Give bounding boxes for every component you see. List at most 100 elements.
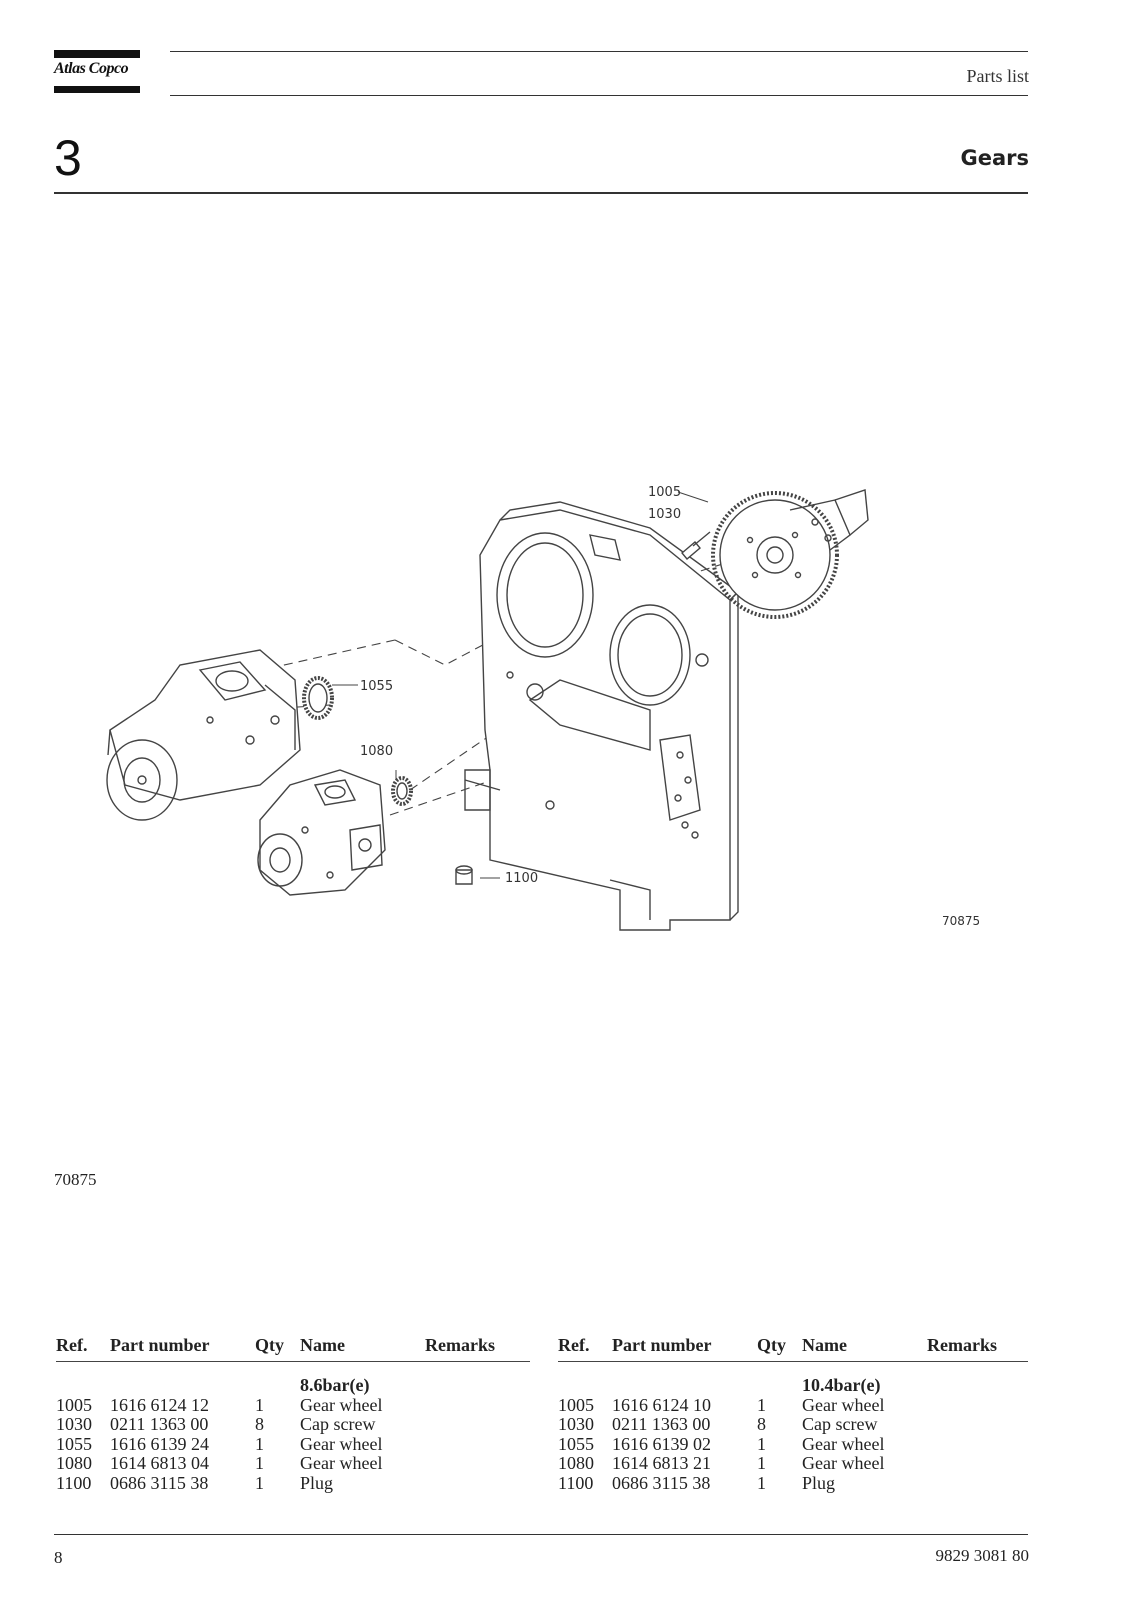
cell-name: Plug <box>802 1472 836 1493</box>
header-rule-bottom <box>170 95 1028 96</box>
document-number: 9829 3081 80 <box>935 1546 1030 1565</box>
gear-wheel-1055 <box>302 676 334 720</box>
figure-id: 70875 <box>54 1170 97 1189</box>
cell-part-number: 0686 3115 38 <box>110 1472 209 1493</box>
chapter-number: 3 <box>54 130 82 186</box>
section-label: Parts list <box>966 66 1029 86</box>
table-row: 1030 0211 1363 00 8 Cap screw <box>56 1415 530 1435</box>
parts-table-8-6bar: Ref. Part number Qty Name Remarks 8.6bar… <box>56 1335 530 1493</box>
cell-ref: 1100 <box>56 1472 92 1493</box>
cell-remarks <box>927 1415 1028 1435</box>
callout-1080: 1080 <box>360 744 393 759</box>
cell-ref: 1055 <box>56 1433 92 1454</box>
table-row: 1055 1616 6139 24 1 Gear wheel <box>56 1433 530 1455</box>
table-row: 1005 1616 6124 12 1 Gear wheel <box>56 1394 530 1416</box>
cell-remarks <box>927 1454 1028 1474</box>
cell-qty: 1 <box>255 1394 264 1415</box>
cell-remarks <box>425 1474 530 1494</box>
cell-qty: 8 <box>757 1414 766 1434</box>
group-label: 8.6bar(e) <box>300 1375 370 1395</box>
cell-name: Gear wheel <box>802 1453 885 1473</box>
brand-logo: Atlas Copco <box>54 60 129 77</box>
cap-screw-1030 <box>681 531 711 560</box>
table-row: 1005 1616 6124 10 1 Gear wheel <box>558 1394 1028 1416</box>
cell-name: Gear wheel <box>802 1433 885 1454</box>
cell-qty: 1 <box>757 1453 766 1473</box>
cell-remarks <box>425 1435 530 1455</box>
cell-qty: 1 <box>757 1394 766 1415</box>
cell-remarks <box>927 1474 1028 1494</box>
col-part-number: Part number <box>110 1335 255 1362</box>
cell-name: Gear wheel <box>300 1394 383 1415</box>
cell-qty: 1 <box>255 1433 264 1454</box>
cell-ref: 1030 <box>558 1414 594 1434</box>
col-ref: Ref. <box>558 1335 612 1362</box>
cell-name: Plug <box>300 1472 334 1493</box>
cell-remarks <box>425 1396 530 1416</box>
cell-part-number: 1614 6813 21 <box>612 1453 711 1473</box>
footer-rule <box>54 1534 1028 1535</box>
callout-1030: 1030 <box>648 507 681 522</box>
cell-qty: 1 <box>757 1472 766 1493</box>
cell-ref: 1030 <box>56 1414 92 1434</box>
col-name: Name <box>802 1335 927 1362</box>
compressor-element-lower <box>257 769 386 896</box>
col-qty: Qty <box>757 1335 802 1362</box>
cell-ref: 1080 <box>558 1453 594 1473</box>
group-label: 10.4bar(e) <box>802 1375 881 1395</box>
cell-name: Gear wheel <box>300 1453 383 1473</box>
cell-qty: 1 <box>757 1433 766 1454</box>
table-row: 1080 1614 6813 21 1 Gear wheel <box>558 1454 1028 1474</box>
cell-name: Cap screw <box>802 1414 878 1434</box>
cell-name: Gear wheel <box>802 1394 885 1415</box>
cell-qty: 1 <box>255 1453 264 1473</box>
cell-remarks <box>927 1435 1028 1455</box>
parts-table-10-4bar: Ref. Part number Qty Name Remarks 10.4ba… <box>558 1335 1028 1493</box>
cell-part-number: 1614 6813 04 <box>110 1453 209 1473</box>
cell-name: Gear wheel <box>300 1433 383 1454</box>
cell-name: Cap screw <box>300 1414 376 1434</box>
callout-1055: 1055 <box>360 679 393 694</box>
cell-part-number: 1616 6139 24 <box>110 1433 209 1454</box>
exploded-gear-drawing: 1005 1030 1055 1080 1100 70875 <box>106 485 980 931</box>
gearbox-housing <box>464 501 740 931</box>
table-row: 1080 1614 6813 04 1 Gear wheel <box>56 1454 530 1474</box>
cell-part-number: 1616 6124 12 <box>110 1394 209 1415</box>
table-row: 1055 1616 6139 02 1 Gear wheel <box>558 1433 1028 1455</box>
cell-ref: 1005 <box>56 1394 92 1415</box>
cell-ref: 1055 <box>558 1433 594 1454</box>
cell-part-number: 1616 6124 10 <box>612 1394 711 1415</box>
table-row: 1030 0211 1363 00 8 Cap screw <box>558 1415 1028 1435</box>
col-remarks: Remarks <box>927 1335 1028 1362</box>
chapter-rule <box>54 192 1028 194</box>
gear-wheel-1080 <box>391 776 413 806</box>
cell-qty: 1 <box>255 1472 264 1493</box>
cell-part-number: 0211 1363 00 <box>110 1414 209 1434</box>
col-ref: Ref. <box>56 1335 110 1362</box>
cell-qty: 8 <box>255 1414 264 1434</box>
col-remarks: Remarks <box>425 1335 530 1362</box>
col-qty: Qty <box>255 1335 300 1362</box>
chapter-title: Gears <box>960 146 1029 170</box>
cell-remarks <box>425 1415 530 1435</box>
compressor-element-upper <box>106 649 301 821</box>
col-name: Name <box>300 1335 425 1362</box>
cell-remarks <box>425 1454 530 1474</box>
logo-bar-top <box>54 50 140 58</box>
leader-lines <box>332 491 709 879</box>
cell-ref: 1100 <box>558 1472 594 1493</box>
cell-part-number: 1616 6139 02 <box>612 1433 711 1454</box>
header-rule-top <box>170 51 1028 52</box>
table-row: 1100 0686 3115 38 1 Plug <box>558 1472 1028 1494</box>
plug-1100 <box>455 865 473 885</box>
callout-1005: 1005 <box>648 485 681 500</box>
cell-part-number: 0211 1363 00 <box>612 1414 711 1434</box>
table-row: 1100 0686 3115 38 1 Plug <box>56 1472 530 1494</box>
cell-part-number: 0686 3115 38 <box>612 1472 711 1493</box>
cell-ref: 1080 <box>56 1453 92 1473</box>
cell-ref: 1005 <box>558 1394 594 1415</box>
drawing-number: 70875 <box>942 914 980 928</box>
col-part-number: Part number <box>612 1335 757 1362</box>
large-gear-1005 <box>711 489 869 619</box>
cell-remarks <box>927 1396 1028 1416</box>
